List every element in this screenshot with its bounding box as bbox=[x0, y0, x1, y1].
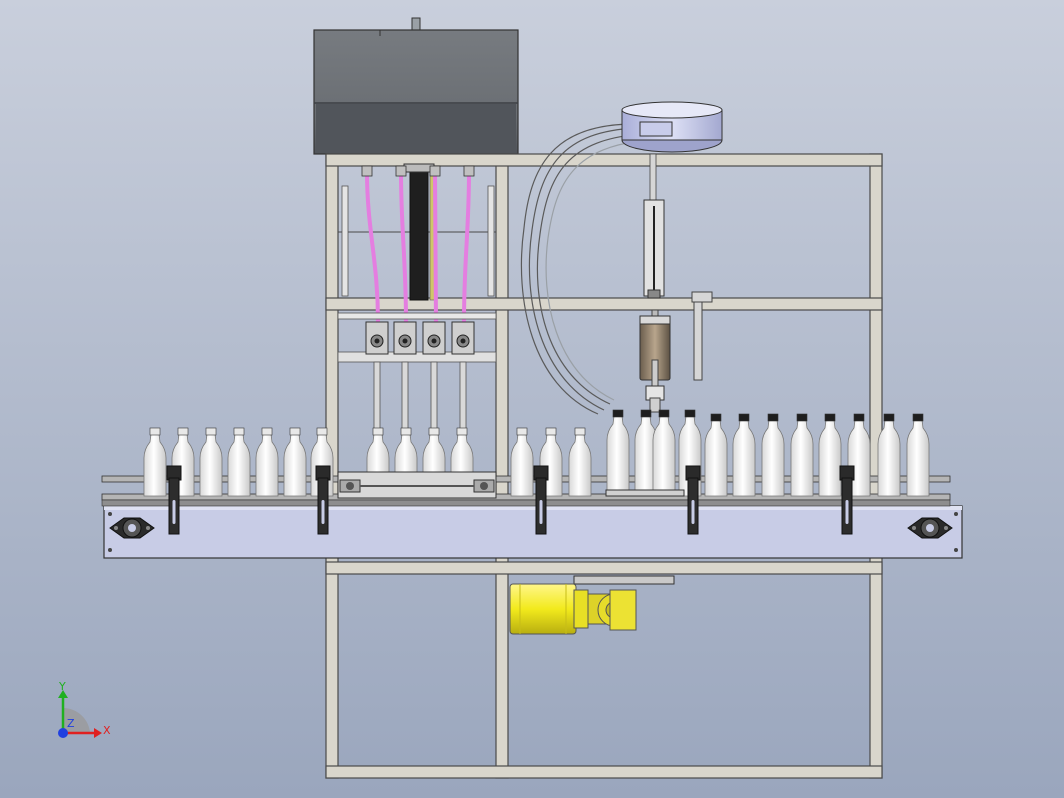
bottle bbox=[510, 427, 534, 497]
bottle bbox=[143, 427, 167, 497]
cap-sorting-bowl bbox=[621, 101, 723, 153]
z-axis-dot bbox=[58, 728, 68, 738]
drive-motor bbox=[509, 575, 675, 635]
guide-rail-brackets bbox=[166, 465, 855, 535]
nozzle-manifold bbox=[337, 312, 497, 320]
y-axis-label: Y bbox=[58, 680, 66, 693]
bottle bbox=[906, 413, 930, 497]
bottle bbox=[818, 413, 842, 497]
bottle bbox=[704, 413, 728, 497]
machine-frame bbox=[325, 153, 883, 779]
nozzle-3 bbox=[422, 321, 446, 431]
rail-bracket bbox=[839, 465, 855, 535]
bottle bbox=[606, 409, 630, 497]
hopper-tank bbox=[313, 17, 519, 155]
nozzle-lift-column bbox=[403, 163, 437, 301]
bottle bbox=[732, 413, 756, 497]
filling-hoses bbox=[365, 170, 471, 324]
bottle bbox=[568, 427, 592, 497]
hose-fittings bbox=[361, 165, 475, 177]
bearing-left bbox=[109, 517, 155, 539]
nozzle-1 bbox=[365, 321, 389, 431]
capping-bracket bbox=[691, 291, 713, 381]
bottle-clamp-unit bbox=[337, 471, 497, 499]
bottle bbox=[283, 427, 307, 497]
capping-head bbox=[639, 153, 671, 413]
bottle bbox=[761, 413, 785, 497]
nozzle-2 bbox=[393, 321, 417, 431]
plate-bolts bbox=[108, 512, 958, 552]
z-axis-label: Z bbox=[67, 717, 75, 730]
rail-bracket bbox=[685, 465, 701, 535]
bottle bbox=[790, 413, 814, 497]
bottle bbox=[652, 409, 676, 497]
bottle bbox=[255, 427, 279, 497]
filling-nozzles bbox=[365, 321, 475, 431]
bottle bbox=[227, 427, 251, 497]
rail-bracket bbox=[533, 465, 549, 535]
x-axis-label: X bbox=[103, 724, 111, 737]
nozzle-plate bbox=[337, 351, 497, 363]
nozzle-4 bbox=[451, 321, 475, 431]
bearing-right bbox=[907, 517, 953, 539]
rail-bracket bbox=[315, 465, 331, 535]
capping-station-plate bbox=[605, 489, 685, 497]
rail-bracket bbox=[166, 465, 182, 535]
bottle bbox=[877, 413, 901, 497]
guide-rods bbox=[341, 185, 495, 297]
cap-feeding-hoses bbox=[520, 123, 651, 415]
coordinate-triad: Y X Z bbox=[58, 680, 111, 738]
bottle bbox=[199, 427, 223, 497]
